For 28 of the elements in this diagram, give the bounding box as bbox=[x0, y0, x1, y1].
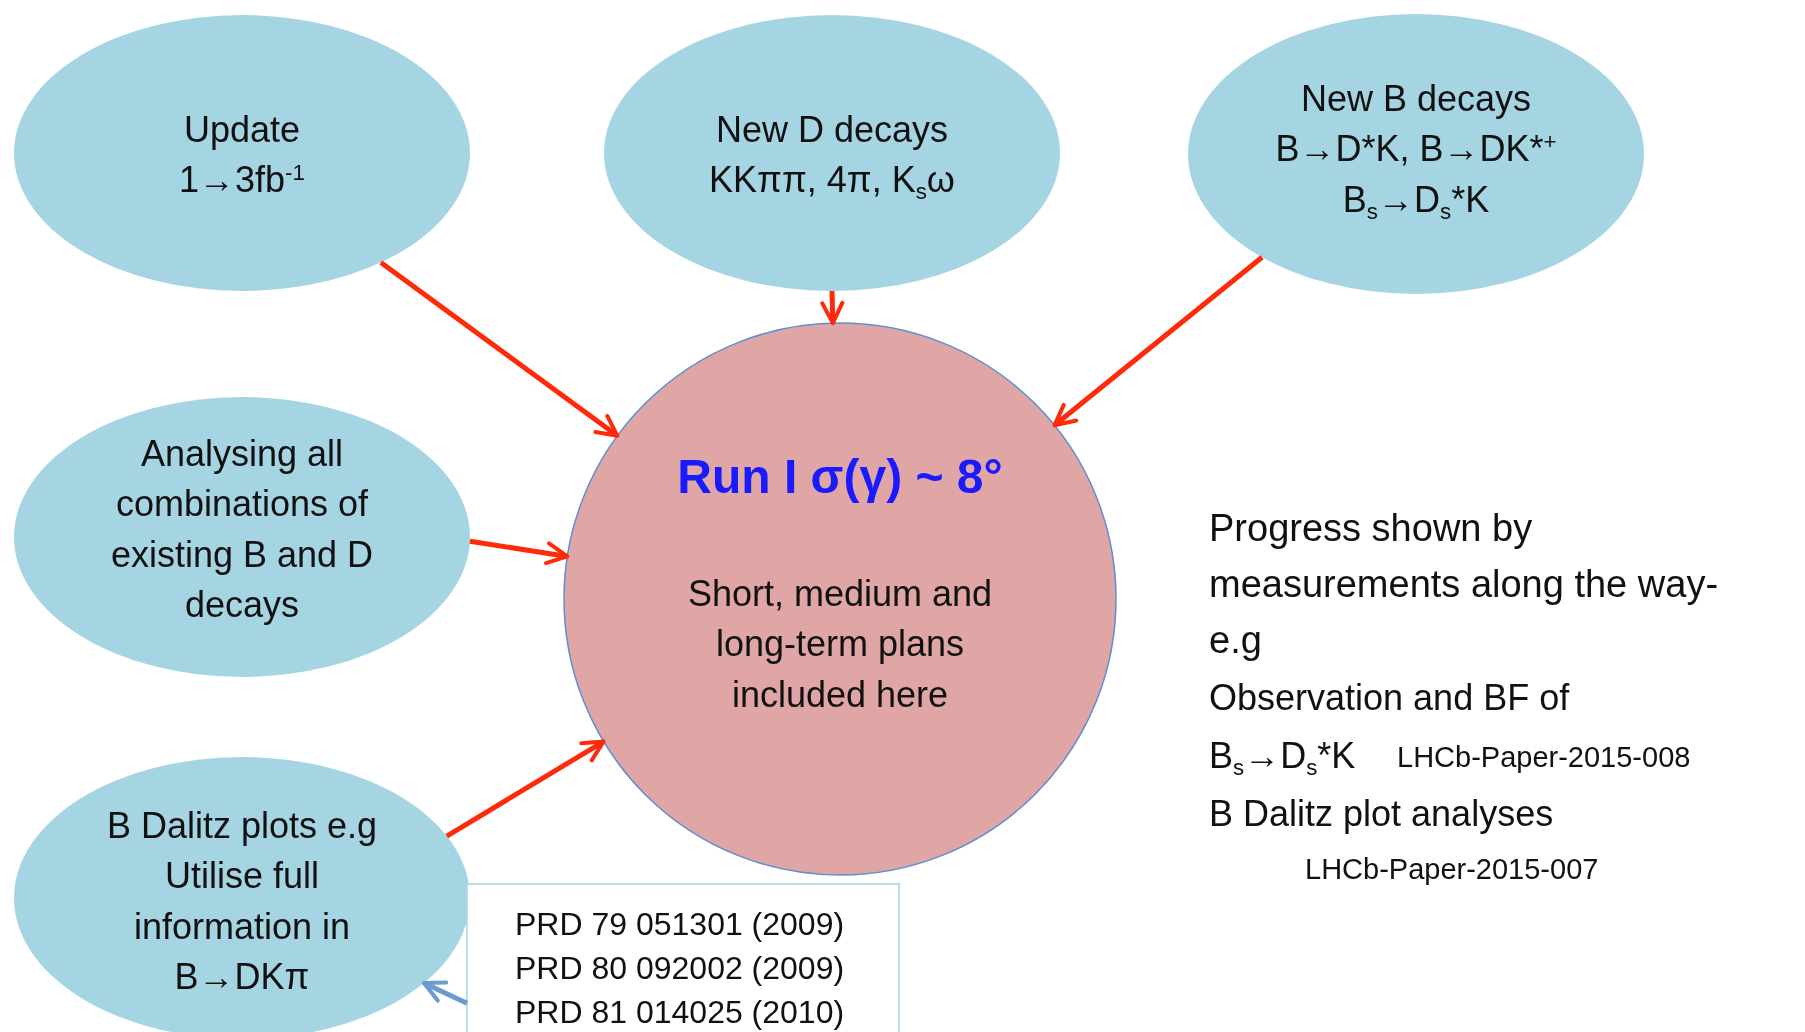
node-text: Short, medium and long-term plans included here bbox=[686, 572, 994, 717]
note-text: B Dalitz plot analyses bbox=[1209, 792, 1554, 836]
node-text: Update 1→3fb$^{-1}$ bbox=[178, 108, 306, 203]
note-text: Observation and BF of bbox=[1209, 676, 1570, 720]
arrow bbox=[421, 980, 469, 1006]
arrow bbox=[379, 260, 620, 438]
topic-ellipse bbox=[604, 15, 1060, 291]
node-text: Analysing all combinations of existing B and D decays bbox=[109, 432, 375, 628]
reference-box bbox=[467, 884, 899, 1032]
arrow bbox=[1052, 255, 1264, 428]
topic-ellipse bbox=[1188, 14, 1644, 294]
reference-note: LHCb-Paper-2015-008 bbox=[1397, 740, 1691, 775]
topic-ellipse bbox=[14, 397, 470, 677]
node-text: New D decays KKππ, 4π, K$_{s}$ω bbox=[708, 108, 956, 207]
note-text: Progress shown by measurements along the way- e.g bbox=[1209, 506, 1720, 664]
node-text: B Dalitz plots e.g Utilise full information in B→DKπ bbox=[105, 804, 379, 1000]
reference-text: PRD 79 051301 (2009) bbox=[515, 905, 846, 944]
arrow bbox=[820, 290, 845, 326]
arrow bbox=[445, 739, 606, 839]
reference-text: PRD 81 014025 (2010) bbox=[515, 993, 846, 1032]
title-text: Run I σ(γ) ~ 8° bbox=[676, 449, 1004, 505]
note-text: B$_{s}$→D$_{s}$*K bbox=[1209, 734, 1356, 782]
central-circle bbox=[564, 323, 1116, 875]
reference-note: LHCb-Paper-2015-007 bbox=[1305, 852, 1599, 887]
reference-text: PRD 80 092002 (2009) bbox=[515, 949, 846, 988]
topic-ellipse bbox=[14, 15, 470, 291]
node-text: New B decays B→D*K, B→DK*$^{+}$ B$_{s}$→D$_{s}$*K bbox=[1274, 77, 1558, 226]
arrow bbox=[469, 538, 570, 566]
